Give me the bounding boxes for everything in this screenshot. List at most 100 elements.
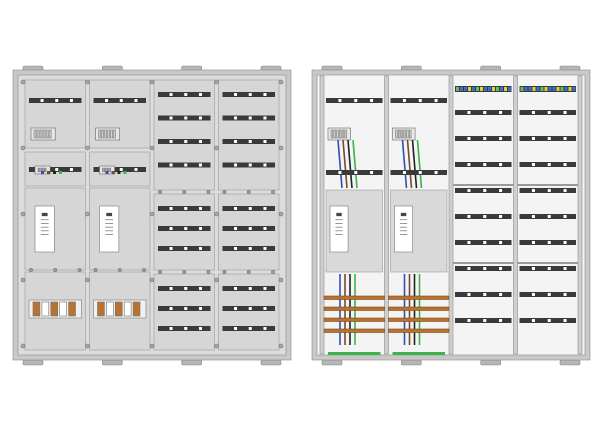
mcb-pole [338,129,342,139]
rail-slot [198,227,202,230]
screw [271,270,275,274]
rail-slot [499,111,503,114]
rail-slot [499,241,503,244]
mcb-pole [45,129,49,139]
divider-screw [20,145,26,151]
rail-slot [263,140,267,143]
mcb-pole [406,129,409,139]
rail-slot [198,163,202,167]
din-rail [519,318,576,323]
mcb-terminal [123,171,127,174]
rail-slot [40,99,44,102]
din-rail [326,98,383,103]
mcb-pole [333,129,336,139]
interior-view-open [311,65,591,366]
terminal [508,87,511,91]
distribution-cover [218,79,280,191]
terminal [528,87,532,91]
din-rail [519,292,576,297]
meter-display [106,212,113,217]
din-rail [222,306,275,311]
mcb-terminal [53,171,56,174]
rail-slot [563,293,567,296]
rail-slot [547,293,551,296]
din-rail [519,266,576,271]
wire [352,139,358,189]
rail-slot [134,168,138,171]
screw [77,268,82,272]
screw-row [222,190,275,194]
rail-slot [354,99,358,102]
rail-slot [483,215,487,218]
mcb-pole [37,167,39,173]
divider-screw [149,145,155,151]
din-rail [390,98,447,103]
din-rail [519,188,576,193]
rail-slot [547,137,551,140]
mcb-pole [110,129,113,139]
mcb-pole [103,167,105,173]
rail-slot [184,140,188,143]
meter-column-1 [24,79,86,351]
rail-slot [434,99,438,102]
screw [182,270,187,274]
rail-slot [263,163,267,167]
rail-slot [169,287,173,290]
rail-slot [198,93,202,96]
terminal [556,87,560,91]
screw-row [93,268,146,272]
mcb-pole [400,129,404,139]
rail-slot [499,189,503,192]
meter-body [394,205,413,253]
rail-slot [169,307,173,310]
column-divider [85,79,90,349]
rail-slot [198,327,202,330]
rail-slot [248,207,252,210]
meter-face [34,205,55,253]
screw [93,268,98,272]
rail-slot [169,227,173,230]
mcb-terminal [47,171,50,174]
mcb-pole [395,129,398,139]
screw [158,190,162,194]
rail-slot [184,327,188,330]
meter-column-2 [89,79,151,351]
terminal [456,87,459,91]
rail-slot [467,111,471,114]
din-rail [158,306,211,311]
rail-slot [263,287,267,290]
din-rail [222,286,275,291]
rail-slot [499,163,503,166]
din-rail [455,292,512,297]
terminal [540,87,544,91]
rail-slot [169,163,173,167]
terminal [572,87,576,91]
terminal [520,87,524,91]
rail-slot [499,137,503,140]
rail-slot [547,111,551,114]
wire [411,139,418,189]
terminal [488,87,491,91]
rail-slot [234,93,238,96]
rail-slot [483,111,487,114]
divider-screw [85,277,90,283]
rail-slot [248,227,252,230]
mcb-pole [102,167,104,173]
field-separator [517,262,578,264]
busbar-segment [59,301,67,317]
mcb-pole [344,129,347,139]
rail-slot [184,116,188,120]
rail-slot [467,163,471,166]
meter-cover [89,187,151,271]
din-rail [519,162,576,167]
wire [347,139,353,189]
din-rail [158,206,211,211]
divider-screw [278,343,284,349]
rail-slot [547,319,551,322]
rail-slot [418,99,422,102]
rail-slot [499,267,503,270]
rail-slot [234,116,238,120]
mcb-pole [45,167,47,173]
